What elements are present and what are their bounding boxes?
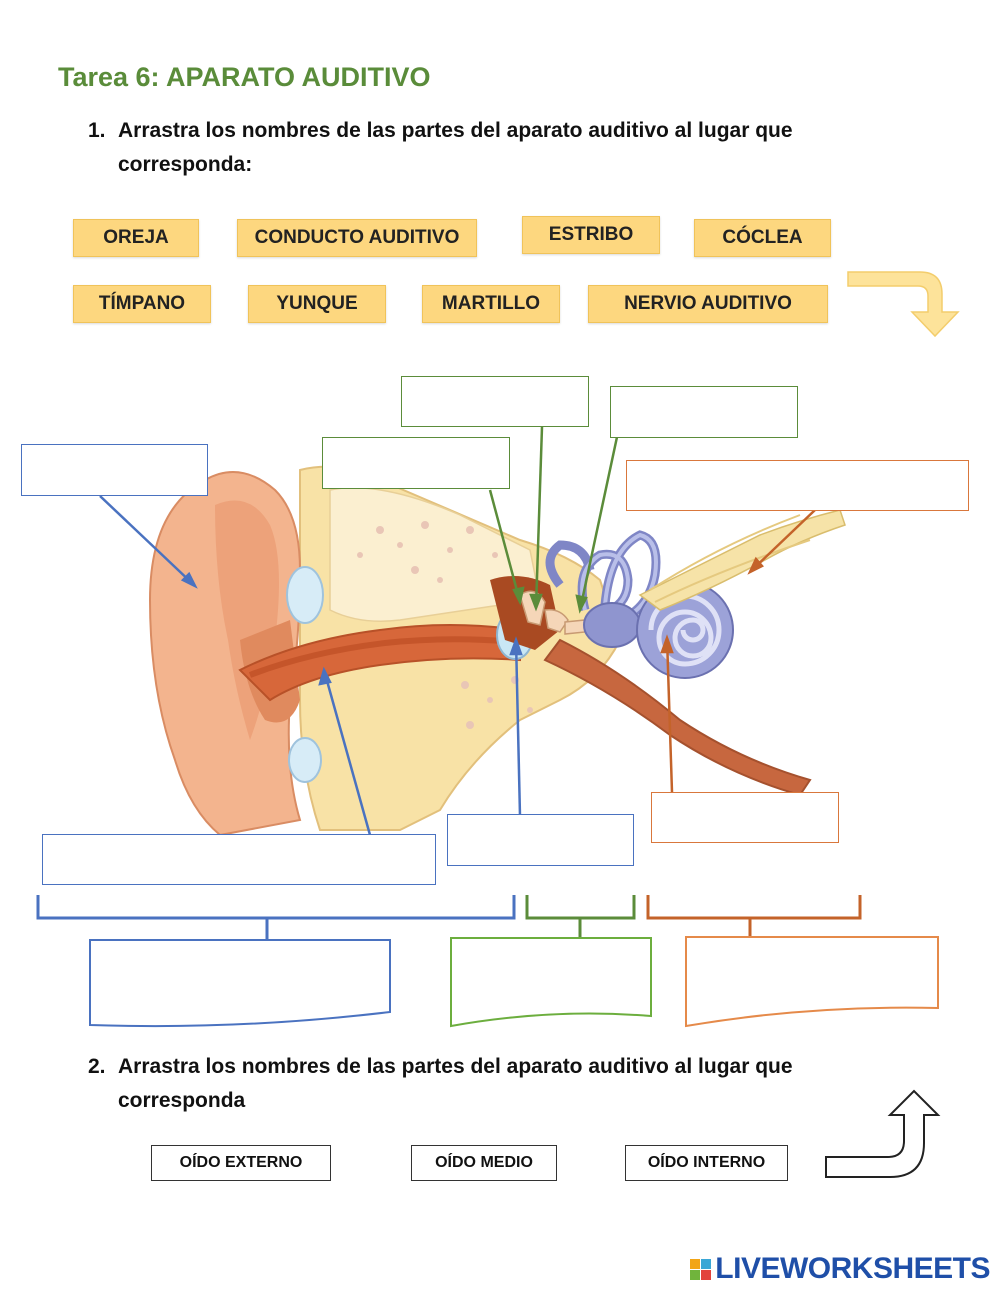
- drop-zone-oido-externo: [89, 939, 391, 1028]
- drop-box-canal[interactable]: [42, 834, 436, 885]
- question-1: 1. Arrastra los nombres de las partes de…: [88, 114, 888, 182]
- drop-zone-oido-interno: [685, 936, 939, 1028]
- liveworksheets-logo: LIVEWORKSHEETS: [690, 1252, 990, 1286]
- word-chip-oido-externo[interactable]: OÍDO EXTERNO: [151, 1145, 331, 1181]
- drop-box-oreja[interactable]: [21, 444, 208, 496]
- word-chip-estribo[interactable]: ESTRIBO: [522, 216, 660, 254]
- logo-blocks-icon: [690, 1258, 712, 1280]
- drop-box-upper-green-2[interactable]: [322, 437, 510, 489]
- word-chip-conducto-auditivo[interactable]: CONDUCTO AUDITIVO: [237, 219, 477, 257]
- word-chip-oreja[interactable]: OREJA: [73, 219, 199, 257]
- logo-text: LIVEWORKSHEETS: [715, 1252, 990, 1285]
- ear-anatomy-illustration: [36, 426, 939, 1028]
- drop-box-cochlea[interactable]: [651, 792, 839, 843]
- question-1-line-2: corresponda:: [118, 153, 253, 176]
- word-chip-yunque[interactable]: YUNQUE: [248, 285, 386, 323]
- question-2-number: 2.: [88, 1055, 106, 1078]
- drop-box-upper-green-3[interactable]: [610, 386, 798, 438]
- question-2-line-1: Arrastra los nombres de las partes del a…: [118, 1055, 793, 1078]
- word-chip-martillo[interactable]: MARTILLO: [422, 285, 560, 323]
- drop-zone-oido-medio: [450, 937, 652, 1028]
- drop-box-upper-green-1[interactable]: [401, 376, 589, 427]
- question-2: 2. Arrastra los nombres de las partes de…: [88, 1050, 888, 1118]
- page-title: Tarea 6: APARATO AUDITIVO: [58, 62, 431, 92]
- word-chip-oido-interno[interactable]: OÍDO INTERNO: [625, 1145, 788, 1181]
- drop-box-nerve[interactable]: [626, 460, 969, 511]
- curved-arrow-up-icon: [825, 1089, 941, 1178]
- word-chip-nervio-auditivo[interactable]: NERVIO AUDITIVO: [588, 285, 828, 323]
- drop-box-eardrum[interactable]: [447, 814, 634, 866]
- question-2-line-2: corresponda: [118, 1089, 246, 1112]
- curved-arrow-down-icon: [847, 271, 960, 338]
- question-1-number: 1.: [88, 119, 106, 142]
- word-chip-oido-medio[interactable]: OÍDO MEDIO: [411, 1145, 557, 1181]
- word-chip-timpano[interactable]: TÍMPANO: [73, 285, 211, 323]
- question-1-line-1: Arrastra los nombres de las partes del a…: [118, 119, 793, 142]
- word-chip-coclea[interactable]: CÓCLEA: [694, 219, 831, 257]
